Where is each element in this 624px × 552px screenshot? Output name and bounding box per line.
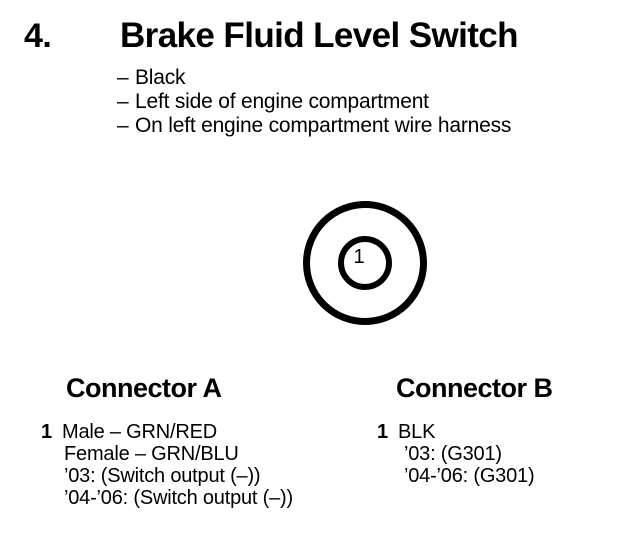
list-item: –Black bbox=[117, 66, 511, 90]
list-item-label: On left engine compartment wire harness bbox=[135, 114, 512, 137]
pin-row: 1 Male – GRN/RED bbox=[41, 421, 293, 443]
pin-detail-line: ’04-’06: (Switch output (–)) bbox=[64, 487, 293, 509]
outer-ring-shape bbox=[303, 201, 427, 325]
connector-a-details: 1 Male – GRN/RED Female – GRN/BLU ’03: (S… bbox=[41, 421, 293, 509]
dash-icon: – bbox=[117, 114, 129, 137]
connector-b-heading: Connector B bbox=[396, 373, 553, 403]
list-item-label: Black bbox=[135, 66, 186, 89]
pin-detail-line: ’03: (Switch output (–)) bbox=[64, 465, 261, 487]
description-bullet-list: –Black –Left side of engine compartment … bbox=[117, 66, 511, 138]
dash-icon: – bbox=[117, 66, 129, 89]
pin-description: BLK bbox=[398, 421, 436, 443]
dash-icon: – bbox=[117, 90, 129, 113]
connector-a-heading: Connector A bbox=[66, 373, 222, 403]
inner-ring-shape bbox=[338, 236, 392, 290]
pin-detail-line: Female – GRN/BLU bbox=[64, 443, 239, 465]
pin-number: 1 bbox=[41, 421, 52, 443]
page-title: Brake Fluid Level Switch bbox=[120, 16, 519, 55]
pin-number: 1 bbox=[377, 421, 388, 443]
pin-row: 1 BLK bbox=[377, 421, 534, 443]
list-item-label: Left side of engine compartment bbox=[135, 90, 429, 113]
list-item: –Left side of engine compartment bbox=[117, 90, 511, 114]
pin-description: Male – GRN/RED bbox=[62, 421, 218, 443]
item-number: 4. bbox=[24, 17, 52, 55]
pin-detail-line: ’03: (G301) bbox=[404, 443, 502, 465]
pin-detail-line: ’04-’06: (G301) bbox=[404, 465, 535, 487]
diagram-pin-1-label: 1 bbox=[353, 246, 365, 268]
list-item: –On left engine compartment wire harness bbox=[117, 114, 511, 138]
connector-diagram: 1 bbox=[303, 201, 427, 325]
connector-b-details: 1 BLK ’03: (G301) ’04-’06: (G301) bbox=[377, 421, 535, 487]
